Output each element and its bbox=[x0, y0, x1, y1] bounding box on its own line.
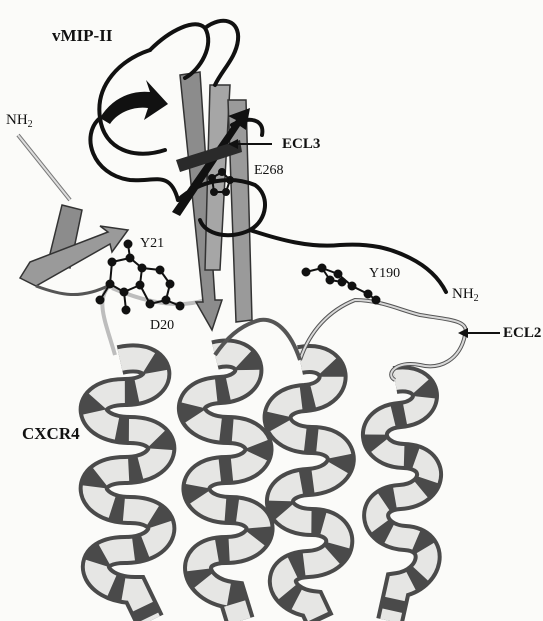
ecl3-label: ECL3 bbox=[282, 136, 320, 153]
e268-label: E268 bbox=[254, 163, 284, 179]
residue-y190 bbox=[303, 265, 380, 304]
helix-4 bbox=[375, 379, 429, 621]
vmip-ii-label: vMIP-II bbox=[52, 26, 112, 46]
nh2-chemokine-label: NH2 bbox=[6, 112, 33, 130]
y21-label: Y21 bbox=[140, 236, 164, 252]
y190-label: Y190 bbox=[369, 266, 400, 282]
vmip-helix-arrow bbox=[100, 80, 168, 124]
helix-2 bbox=[192, 353, 260, 621]
helix-1 bbox=[94, 358, 162, 621]
ecl2-label: ECL2 bbox=[503, 325, 541, 342]
cxcr4-label: CXCR4 bbox=[22, 424, 80, 444]
d20-label: D20 bbox=[150, 318, 174, 334]
helix-3 bbox=[278, 359, 341, 621]
nh2-receptor-label: NH2 bbox=[452, 286, 479, 304]
